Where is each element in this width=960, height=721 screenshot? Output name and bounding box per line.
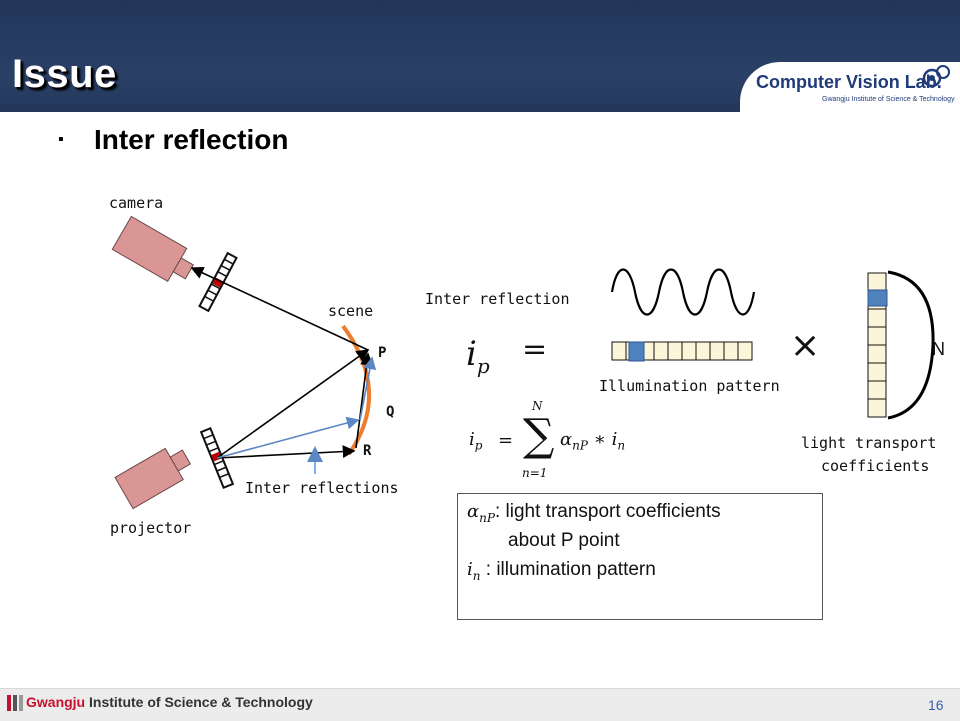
footer-text-2: Institute <box>89 694 144 710</box>
definition-i: in : illumination pattern <box>467 559 656 583</box>
def-i-subscript: n <box>472 568 481 583</box>
ray-projector-to-r <box>216 445 356 459</box>
ray-projector-to-p <box>216 349 370 459</box>
def-alpha-symbol: α <box>467 501 480 522</box>
multiply-star: ∗ <box>587 429 612 450</box>
big-i-subscript: p <box>476 353 490 378</box>
camera-icon <box>111 215 195 283</box>
bullet-icon: ▪ <box>58 131 64 148</box>
logo-text-1: Computer <box>756 72 846 92</box>
def-i-text: : illumination pattern <box>480 559 656 580</box>
inter-reflections-label: Inter reflections <box>245 479 399 497</box>
big-equals: = <box>522 332 548 367</box>
page-number: 16 <box>928 697 944 713</box>
footer-text-3: of Science & Technology <box>143 694 313 710</box>
i-subscript: n <box>617 438 626 453</box>
sum-lhs: ip <box>469 429 482 453</box>
camera-label: camera <box>109 194 164 212</box>
projector-label: projector <box>110 519 192 537</box>
projector-icon <box>114 447 192 510</box>
sum-lower-limit: n=1 <box>522 466 548 480</box>
inter-reflection-label: Inter reflection <box>425 290 570 308</box>
logo-subtitle: Gwangju Institute of Science & Technolog… <box>822 96 955 103</box>
sum-equals: = <box>498 430 514 451</box>
illumination-pattern-label: Illumination pattern <box>599 377 780 395</box>
point-q-label: Q <box>386 404 395 420</box>
ray-p-to-camera <box>190 266 369 351</box>
illumination-pattern-row <box>611 341 753 362</box>
light-transport-column <box>867 272 888 418</box>
sigma-icon: ∑ <box>523 410 555 461</box>
sine-wave-icon <box>610 268 756 316</box>
slide-title: Issue <box>12 52 117 96</box>
sum-lhs-i: i <box>469 429 475 450</box>
gist-logo-icon <box>7 695 23 711</box>
alpha-term: α <box>560 429 573 450</box>
big-ip-symbol: ip <box>466 334 490 378</box>
camera-grid-icon <box>198 251 238 313</box>
sum-lhs-subscript: p <box>474 438 483 453</box>
alpha-subscript: nP <box>572 438 588 453</box>
logo-tab <box>740 62 960 112</box>
footer-bar <box>0 688 960 721</box>
def-alpha-subscript: nP <box>479 510 495 525</box>
sum-upper-limit: N <box>532 399 543 413</box>
light-transport-label-1: light transport <box>801 434 937 452</box>
big-i: i <box>466 334 477 374</box>
light-transport-label-2: coefficients <box>821 457 930 475</box>
scene-label: scene <box>328 302 374 320</box>
ray-q-to-p <box>359 356 377 421</box>
logo-eye-icon <box>922 65 950 88</box>
definitions-box <box>457 493 823 620</box>
times-icon: × <box>790 325 821 366</box>
section-heading: Inter reflection <box>94 124 289 155</box>
def-alpha-text: : light transport coefficients <box>494 501 721 522</box>
logo-text-2: Vision <box>846 72 900 92</box>
definition-alpha: αnP: light transport coefficients <box>467 501 721 525</box>
ray-projector-to-q <box>216 416 360 459</box>
n-brace <box>887 270 935 420</box>
def-i-symbol: i <box>467 559 473 580</box>
footer-institute: Gwangju Institute of Science & Technolog… <box>26 694 313 710</box>
i-term: i <box>611 429 618 450</box>
definition-alpha-continued: about P point <box>508 530 620 551</box>
point-r-label: R <box>363 443 372 459</box>
point-p-label: P <box>378 345 387 361</box>
n-label: N <box>932 339 945 359</box>
footer-text-1: Gwangju <box>26 694 89 710</box>
sum-rhs: αnP ∗ in <box>560 429 625 453</box>
